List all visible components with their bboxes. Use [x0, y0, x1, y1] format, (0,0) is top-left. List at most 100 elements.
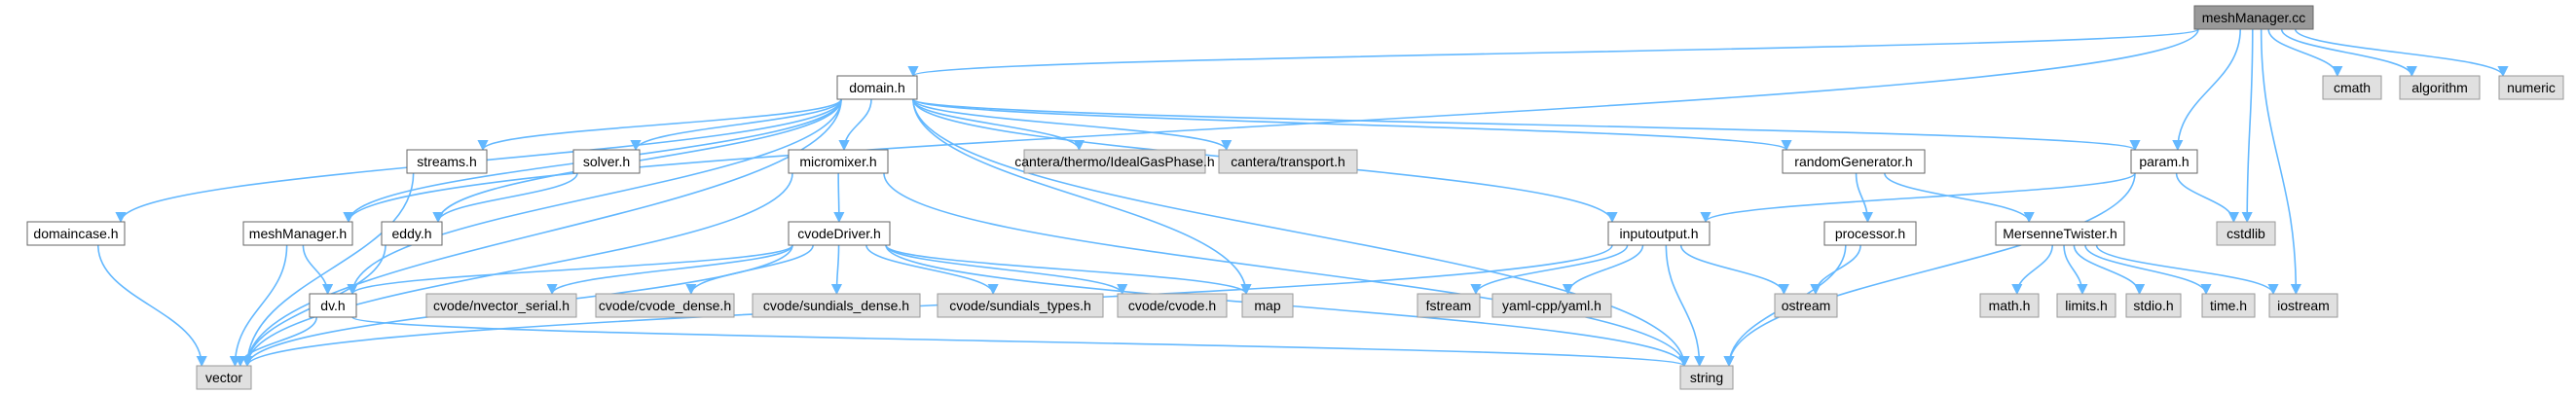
node-sundials-types: cvode/sundials_types.h	[937, 293, 1104, 318]
edge-cvodeDriver_h-to-dv_h	[347, 244, 793, 296]
node-box	[937, 293, 1104, 318]
node-domaincase-h[interactable]: domaincase.h	[26, 221, 126, 246]
edge-cvodeDriver_h-to-sundials_types	[865, 244, 999, 296]
node-label: stdio.h	[2133, 298, 2173, 313]
node-label: cvode/nvector_serial.h	[433, 298, 570, 313]
node-eddy-h[interactable]: eddy.h	[381, 221, 443, 246]
node-yaml: yaml-cpp/yaml.h	[1491, 293, 1612, 318]
node-box	[26, 221, 126, 246]
edge-MersenneTwister_h-to-math_h	[2011, 244, 2053, 296]
node-iostream: iostream	[2268, 293, 2338, 318]
edge-meshManager_cc-to-numeric	[2294, 28, 2509, 78]
edge-meshManager_cc-to-domain_h	[908, 28, 2199, 78]
node-box	[1774, 293, 1838, 318]
node-fstream: fstream	[1417, 293, 1481, 318]
node-math-h: math.h	[1979, 293, 2040, 318]
node-box	[1782, 149, 1926, 174]
node-box	[1607, 221, 1711, 246]
node-label: domain.h	[849, 80, 905, 95]
node-label: map	[1254, 298, 1280, 313]
node-box	[1218, 149, 1358, 174]
node-map: map	[1241, 293, 1294, 318]
node-box	[2216, 221, 2276, 246]
node-processor-h[interactable]: processor.h	[1823, 221, 1917, 246]
edge-micromixer_h-to-vector	[241, 172, 793, 368]
node-box	[788, 221, 891, 246]
edge-inputoutput_h-to-vector	[241, 244, 1613, 368]
node-label: cmath	[2334, 80, 2371, 95]
node-box	[788, 149, 889, 174]
node-label: streams.h	[417, 154, 476, 169]
edge-domain_h-to-randomGenerator_h	[912, 98, 1792, 152]
edge-dv_h-to-string	[351, 316, 1689, 368]
node-box	[1023, 149, 1206, 174]
node-box	[425, 293, 577, 318]
node-idealgas: cantera/thermo/IdealGasPhase.h	[1014, 149, 1215, 174]
node-label: cvode/sundials_types.h	[949, 298, 1091, 313]
edge-meshManager_cc-to-algorithm	[2280, 28, 2417, 78]
edge-domain_h-to-map	[912, 98, 1252, 296]
edge-domain_h-to-transport	[912, 98, 1233, 152]
node-label: solver.h	[583, 154, 630, 169]
node-label: param.h	[2139, 154, 2189, 169]
node-solver-h[interactable]: solver.h	[572, 149, 641, 174]
node-box	[2399, 75, 2481, 100]
edge-micromixer_h-to-string	[883, 172, 1690, 368]
node-label: cantera/transport.h	[1231, 154, 1345, 169]
node-streams-h[interactable]: streams.h	[406, 149, 488, 174]
node-dv-h[interactable]: dv.h	[309, 293, 357, 318]
node-randomGenerator-h[interactable]: randomGenerator.h	[1782, 149, 1926, 174]
edge-meshManager_cc-to-iostream	[2260, 28, 2301, 296]
node-box	[1117, 293, 1228, 318]
node-label: time.h	[2210, 298, 2247, 313]
node-cvodeDriver-h[interactable]: cvodeDriver.h	[788, 221, 891, 246]
edge-meshManager_cc-to-cstdlib	[2241, 28, 2254, 224]
node-box	[2125, 293, 2182, 318]
node-domain-h[interactable]: domain.h	[836, 75, 918, 100]
node-box	[309, 293, 357, 318]
node-meshManager-h[interactable]: meshManager.h	[242, 221, 353, 246]
edge-MersenneTwister_h-to-stdio_h	[2073, 244, 2146, 296]
edge-domain_h-to-streams_h	[477, 98, 842, 152]
node-label: meshManager.h	[249, 226, 347, 241]
node-nvector-serial: cvode/nvector_serial.h	[425, 293, 577, 318]
node-param-h[interactable]: param.h	[2130, 149, 2198, 174]
node-time-h: time.h	[2201, 293, 2256, 318]
edge-meshManager_h-to-vector	[229, 244, 288, 368]
node-sundials-dense: cvode/sundials_dense.h	[752, 293, 921, 318]
node-box	[572, 149, 641, 174]
node-box	[1995, 221, 2125, 246]
edge-meshManager_cc-to-cmath	[2267, 28, 2343, 78]
node-label: cvode/sundials_dense.h	[763, 298, 909, 313]
node-box	[2498, 75, 2564, 100]
node-label: micromixer.h	[799, 154, 876, 169]
node-label: limits.h	[2065, 298, 2108, 313]
node-cvode-h: cvode/cvode.h	[1117, 293, 1228, 318]
node-box	[2322, 75, 2382, 100]
node-label: cantera/thermo/IdealGasPhase.h	[1014, 154, 1214, 169]
node-micromixer-h[interactable]: micromixer.h	[788, 149, 889, 174]
edge-domain_h-to-param_h	[912, 98, 2141, 152]
edge-inputoutput_h-to-fstream	[1470, 244, 1629, 296]
node-box	[196, 365, 252, 390]
edge-MersenneTwister_h-to-limits_h	[2063, 244, 2088, 296]
node-label: algorithm	[2411, 80, 2468, 95]
node-label: cvodeDriver.h	[797, 226, 881, 241]
node-inputoutput-h[interactable]: inputoutput.h	[1607, 221, 1711, 246]
node-label: randomGenerator.h	[1794, 154, 1912, 169]
node-meshManager-cc: meshManager.cc	[2193, 5, 2314, 30]
node-numeric: numeric	[2498, 75, 2564, 100]
edge-micromixer_h-to-cvodeDriver_h	[833, 172, 845, 224]
node-label: string	[1690, 370, 1723, 385]
edge-inputoutput_h-to-ostream	[1679, 244, 1789, 296]
edge-inputoutput_h-to-string	[1665, 244, 1706, 368]
edge-domain_h-to-vector	[241, 98, 842, 368]
edge-meshManager_cc-to-meshManager_h	[343, 28, 2199, 224]
node-MersenneTwister-h[interactable]: MersenneTwister.h	[1995, 221, 2125, 246]
node-label: domaincase.h	[33, 226, 118, 241]
node-label: math.h	[1989, 298, 2031, 313]
edge-MersenneTwister_h-to-iostream	[2095, 244, 2279, 296]
node-label: ostream	[1782, 298, 1831, 313]
edge-param_h-to-string	[1723, 172, 2136, 368]
edge-cvodeDriver_h-to-nvector_serial	[546, 244, 793, 296]
